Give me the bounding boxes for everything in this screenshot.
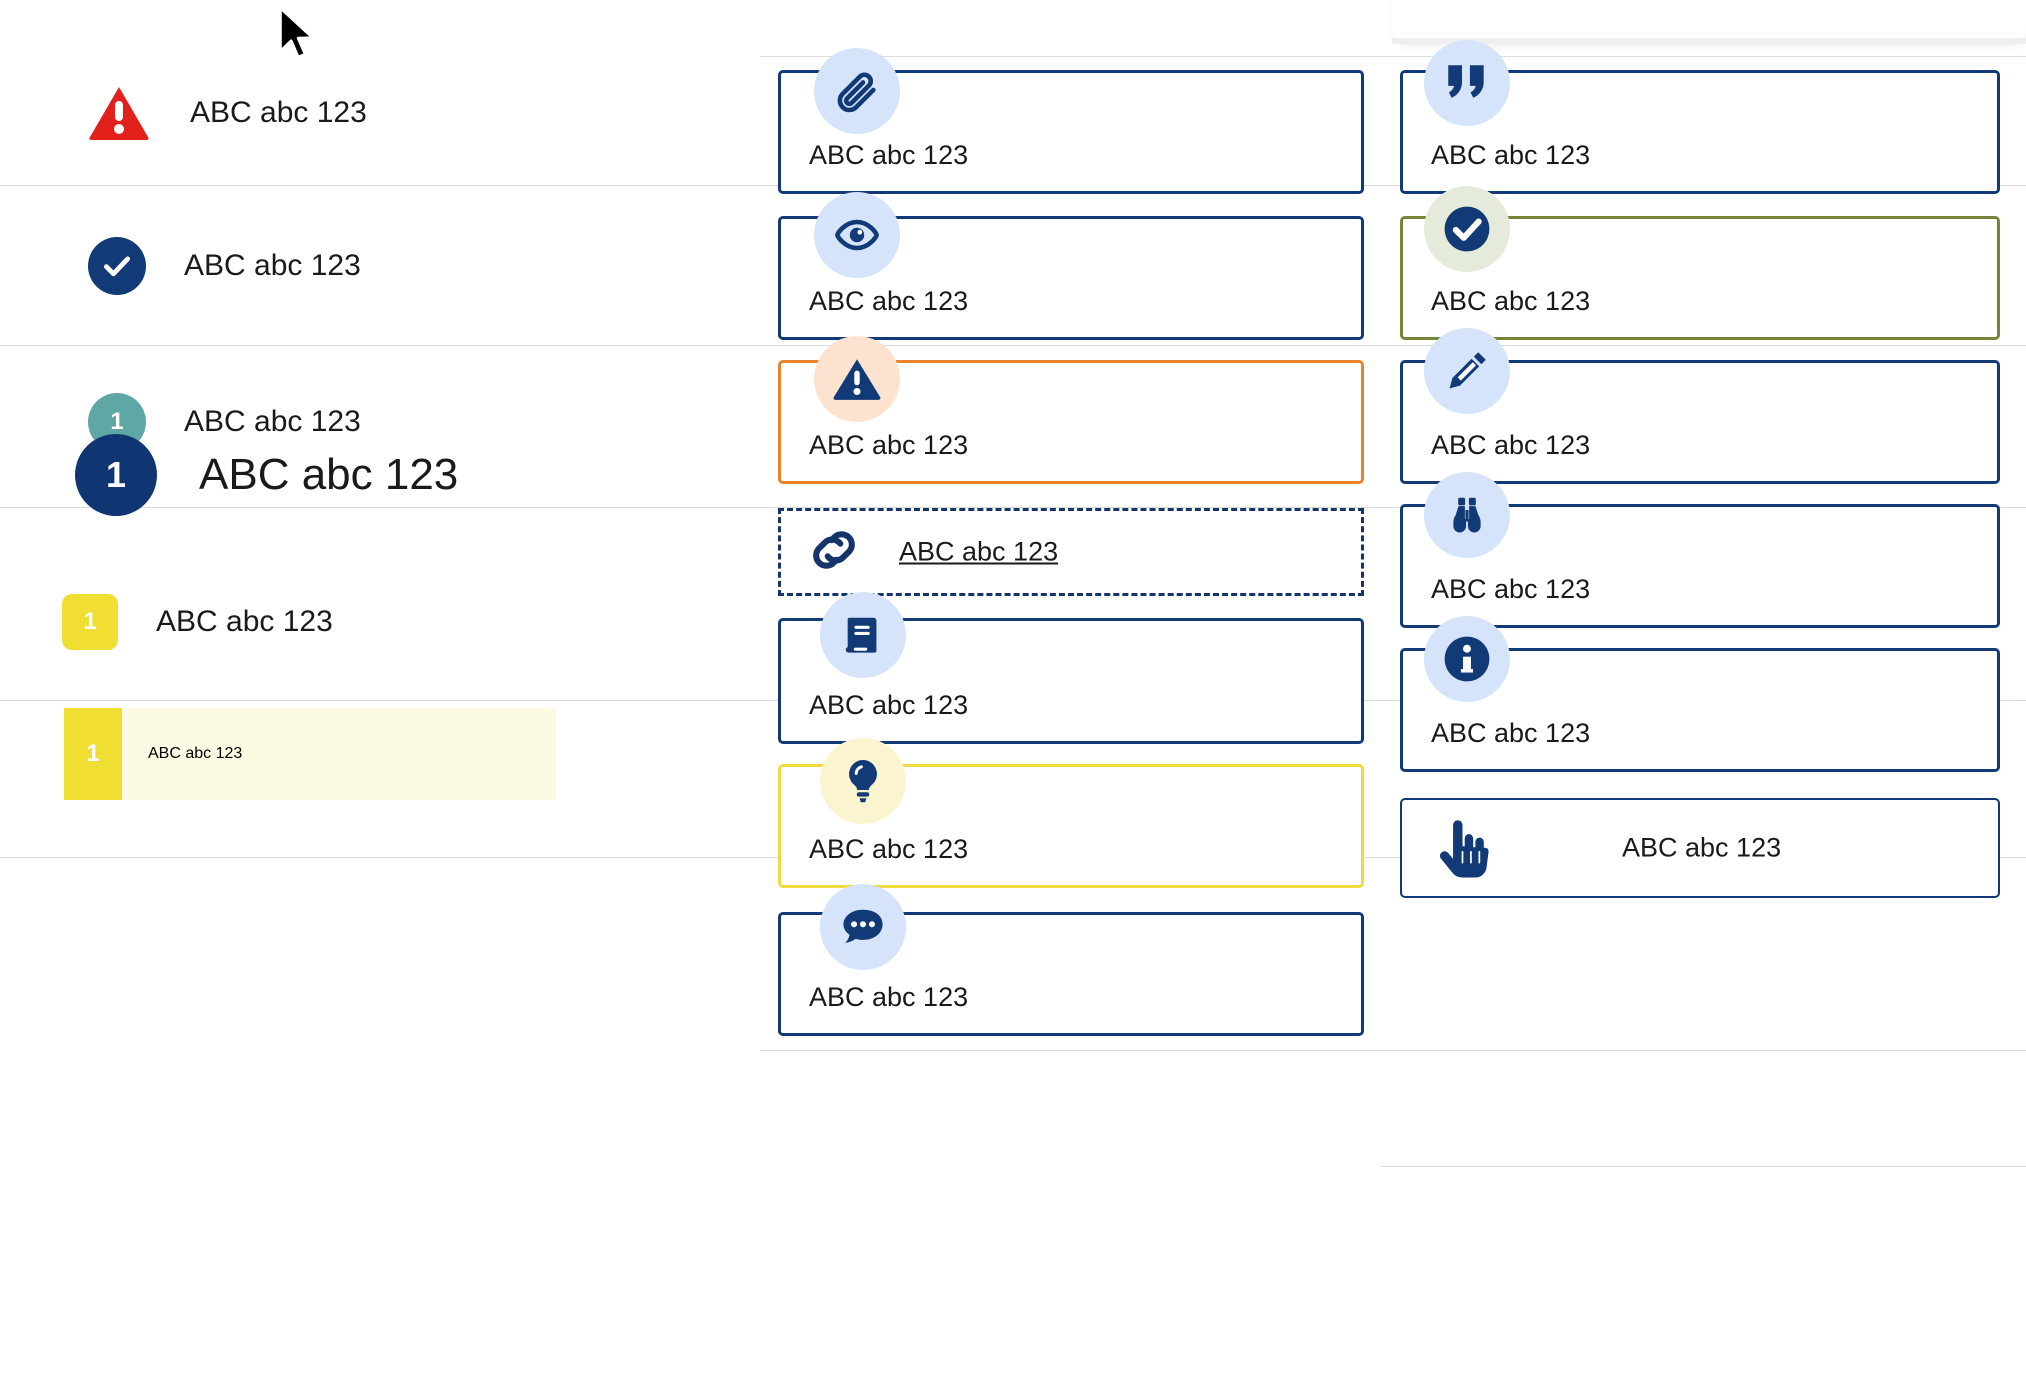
card-label: ABC abc 123	[1431, 286, 1591, 316]
card-label: ABC abc 123	[1431, 430, 1591, 460]
sidebar-item-label: ABC abc 123	[199, 450, 459, 499]
card-label: ABC abc 123	[1431, 574, 1591, 604]
card-label: ABC abc 123	[809, 430, 969, 460]
warning-triangle-icon	[88, 85, 150, 141]
sidebar-item-label: ABC abc 123	[184, 405, 361, 438]
card-link[interactable]: ABC abc 123	[778, 508, 1364, 596]
paperclip-icon	[814, 48, 900, 134]
sidebar-item-label: ABC abc 123	[184, 249, 361, 282]
lightbulb-icon	[820, 738, 906, 824]
row-divider	[0, 345, 2026, 346]
number-badge-text: 1	[105, 454, 127, 495]
number-badge-text: 1	[110, 408, 124, 435]
card-label: ABC abc 123	[809, 286, 969, 316]
card-link-label[interactable]: ABC abc 123	[899, 536, 1059, 567]
card-label: ABC abc 123	[809, 982, 969, 1012]
card-label: ABC abc 123	[809, 690, 969, 720]
card-attachment[interactable]: ABC abc 123	[778, 70, 1364, 194]
sidebar-item-number-large[interactable]: 1 ABC abc 123	[75, 434, 835, 516]
sidebar-item-label: ABC abc 123	[190, 96, 367, 129]
sidebar-item-number-yellow[interactable]: 1 ABC abc 123	[62, 594, 822, 650]
binoculars-icon	[1424, 472, 1510, 558]
number-badge-icon: 1	[64, 708, 122, 800]
sidebar-item-label: ABC abc 123	[156, 605, 333, 638]
comment-bubble-icon	[820, 884, 906, 970]
card-quote[interactable]: ABC abc 123	[1400, 70, 2000, 194]
sidebar-item-highlighted[interactable]: 1 ABC abc 123	[64, 708, 556, 800]
info-circle-icon	[1424, 616, 1510, 702]
eye-icon	[814, 192, 900, 278]
row-divider	[760, 56, 2026, 57]
sidebar-item-label: ABC abc 123	[148, 745, 243, 762]
number-badge-text: 1	[83, 608, 97, 635]
check-circle-icon	[1424, 186, 1510, 272]
card-label: ABC abc 123	[809, 140, 969, 170]
link-icon	[806, 522, 862, 583]
pencil-icon	[1424, 328, 1510, 414]
top-panel-card	[1392, 0, 2026, 42]
row-divider	[1380, 1166, 2026, 1167]
row-divider	[0, 507, 2026, 508]
number-badge-text: 1	[86, 740, 100, 767]
top-panel-strip	[1392, 38, 2026, 44]
number-badge-icon: 1	[62, 594, 118, 650]
mouse-pointer	[278, 6, 320, 69]
warning-triangle-icon	[814, 336, 900, 422]
quote-icon	[1424, 40, 1510, 126]
card-label: ABC abc 123	[1431, 140, 1591, 170]
card-action[interactable]: ABC abc 123	[1400, 798, 2000, 898]
check-circle-icon	[88, 237, 146, 295]
card-label: ABC abc 123	[1431, 718, 1591, 748]
sidebar-item-warning[interactable]: ABC abc 123	[88, 82, 848, 144]
hand-pointer-icon	[1434, 818, 1490, 885]
number-badge-icon: 1	[75, 434, 157, 516]
book-icon	[820, 592, 906, 678]
sidebar-item-check[interactable]: ABC abc 123	[88, 236, 848, 296]
card-label: ABC abc 123	[809, 834, 969, 864]
sidebar: ABC abc 123 ABC abc 123 1 ABC abc 123 1 …	[0, 0, 760, 1392]
row-divider	[760, 1050, 2026, 1051]
card-label: ABC abc 123	[1622, 832, 1782, 863]
